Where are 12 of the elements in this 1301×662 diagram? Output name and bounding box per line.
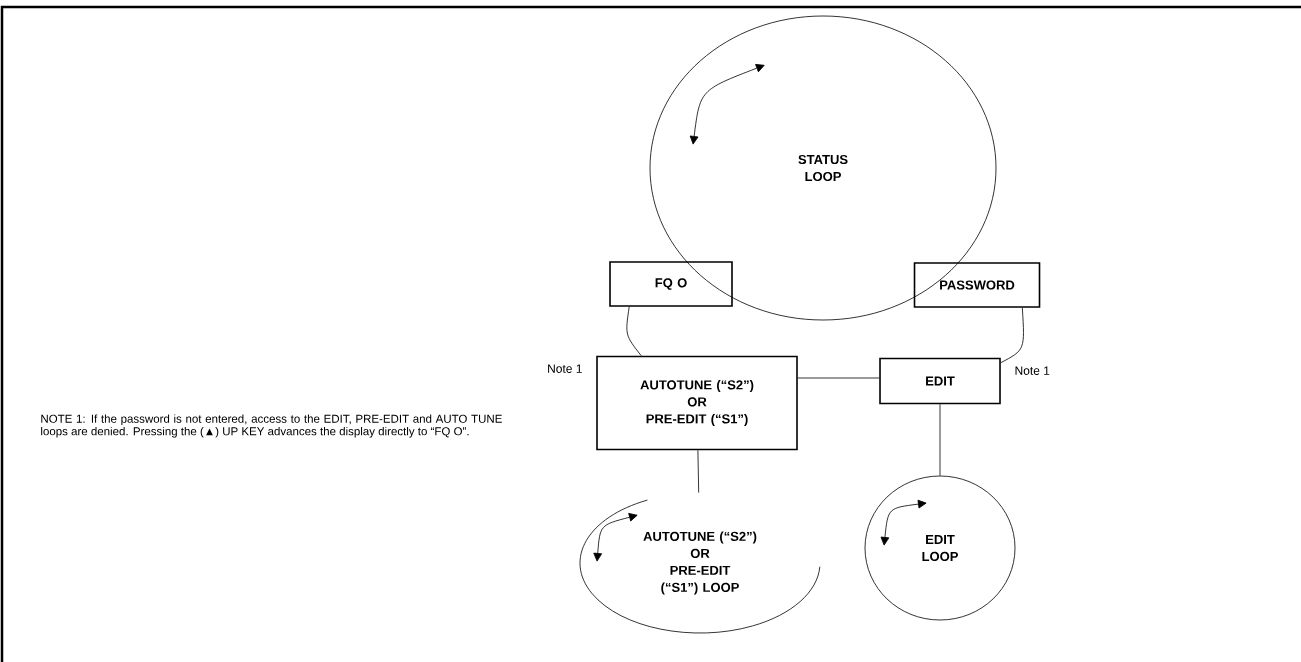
mode-box: AUTOTUNE (“S2”) OR PRE-EDIT (“S1”) xyxy=(596,355,798,451)
display-box: FQ O xyxy=(609,261,733,307)
note-label: Note 1 xyxy=(1015,366,1050,375)
connector-line xyxy=(939,403,941,476)
connector-line xyxy=(626,306,642,357)
display-box: PASSWORD xyxy=(913,262,1041,308)
connector-line xyxy=(697,449,700,493)
note-label: Note 1 xyxy=(548,364,582,373)
display-box: EDIT xyxy=(879,357,1001,405)
connector-line xyxy=(1000,307,1024,364)
connector-line xyxy=(797,377,880,379)
note-text: NOTE 1: If the password is not entered, access to the EDIT, PRE-EDIT and AUTO TUNE loops are denied. Pressing the (▲) UP KEY advances the display directly to “FQ O”. xyxy=(41,414,502,438)
